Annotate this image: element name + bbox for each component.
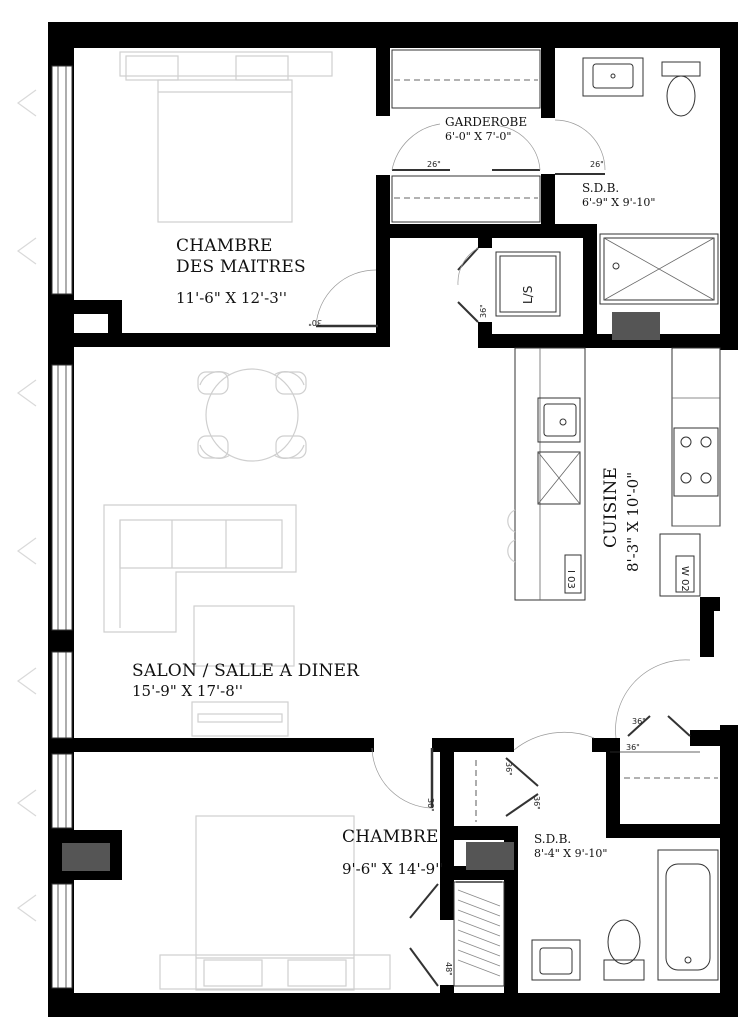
- door-tag-kitchen-a: 36": [632, 717, 646, 726]
- chambre-door: [371, 747, 434, 809]
- door-tag-master: 30": [308, 318, 322, 327]
- door-tag-hall-a: 36": [504, 762, 513, 776]
- laundry-closet: [457, 247, 561, 323]
- salon-name: SALON / SALLE A DINER: [132, 661, 360, 681]
- sofa: [103, 504, 297, 633]
- door-tag-laundry: 36": [479, 304, 488, 318]
- chambre-maitres-name-1: CHAMBRE: [176, 236, 273, 256]
- cuisine-dims: 8'-3" X 10'-0": [624, 472, 642, 572]
- closet-doors: [391, 119, 606, 175]
- tv-console: [191, 701, 289, 737]
- second-bath-fixtures: [531, 849, 719, 981]
- coffee-table: [193, 605, 295, 667]
- master-bath-fixtures: [582, 57, 719, 305]
- chambre-name: CHAMBRE: [342, 827, 439, 847]
- sdb-master-dims: 6'-9" X 9'-10": [582, 196, 655, 209]
- master-bed: [119, 51, 333, 223]
- garderobe-closets: [391, 49, 541, 223]
- sdb-second-dims: 8'-4" X 9'-10": [534, 847, 607, 860]
- sdb-second-name: S.D.B.: [534, 832, 571, 846]
- tv: [197, 713, 283, 723]
- chambre-closet: [409, 881, 505, 987]
- chambre-dims: 9'-6" X 14'-9'': [342, 860, 443, 878]
- interior-walls: [74, 48, 738, 996]
- labels: CHAMBRE DES MAITRES 11'-6" X 12'-3'' GAR…: [132, 115, 690, 976]
- kitchen-counter: [659, 347, 721, 597]
- door-tag-chambre: 30": [426, 798, 435, 812]
- kitchen-closet: [610, 659, 718, 779]
- door-tag-hall-b: 36": [532, 796, 541, 810]
- garderobe-name: GARDEROBE: [445, 115, 527, 129]
- door-tag-kitchen-b: 36": [626, 743, 640, 752]
- chambre-maitres-dims: 11'-6" X 12'-3'': [176, 289, 287, 307]
- chambre-maitres-name-2: DES MAITRES: [176, 257, 306, 277]
- shafts: [52, 312, 660, 880]
- salon-dims: 15'-9" X 17'-8'': [132, 682, 243, 700]
- door-tag-closet-right: 26": [590, 160, 604, 169]
- windows: [51, 65, 73, 989]
- laundry-label: L/S: [521, 286, 535, 304]
- garderobe-dims: 6'-0" X 7'-0": [445, 130, 511, 143]
- kitchen-island: [507, 347, 586, 601]
- dining-table: [197, 368, 307, 462]
- door-tag-chambre-closet: 48": [444, 962, 453, 976]
- master-door: [315, 269, 378, 328]
- washer-tag: W 02: [679, 566, 690, 592]
- cuisine-name: CUISINE: [601, 467, 621, 548]
- view-arrows: [16, 89, 37, 922]
- bath-hall: [475, 731, 595, 822]
- chambre-bed: [159, 815, 391, 991]
- sdb-master-name: S.D.B.: [582, 181, 619, 195]
- door-tag-closet-left: 26": [427, 160, 441, 169]
- oven-tag: I 03: [565, 570, 576, 589]
